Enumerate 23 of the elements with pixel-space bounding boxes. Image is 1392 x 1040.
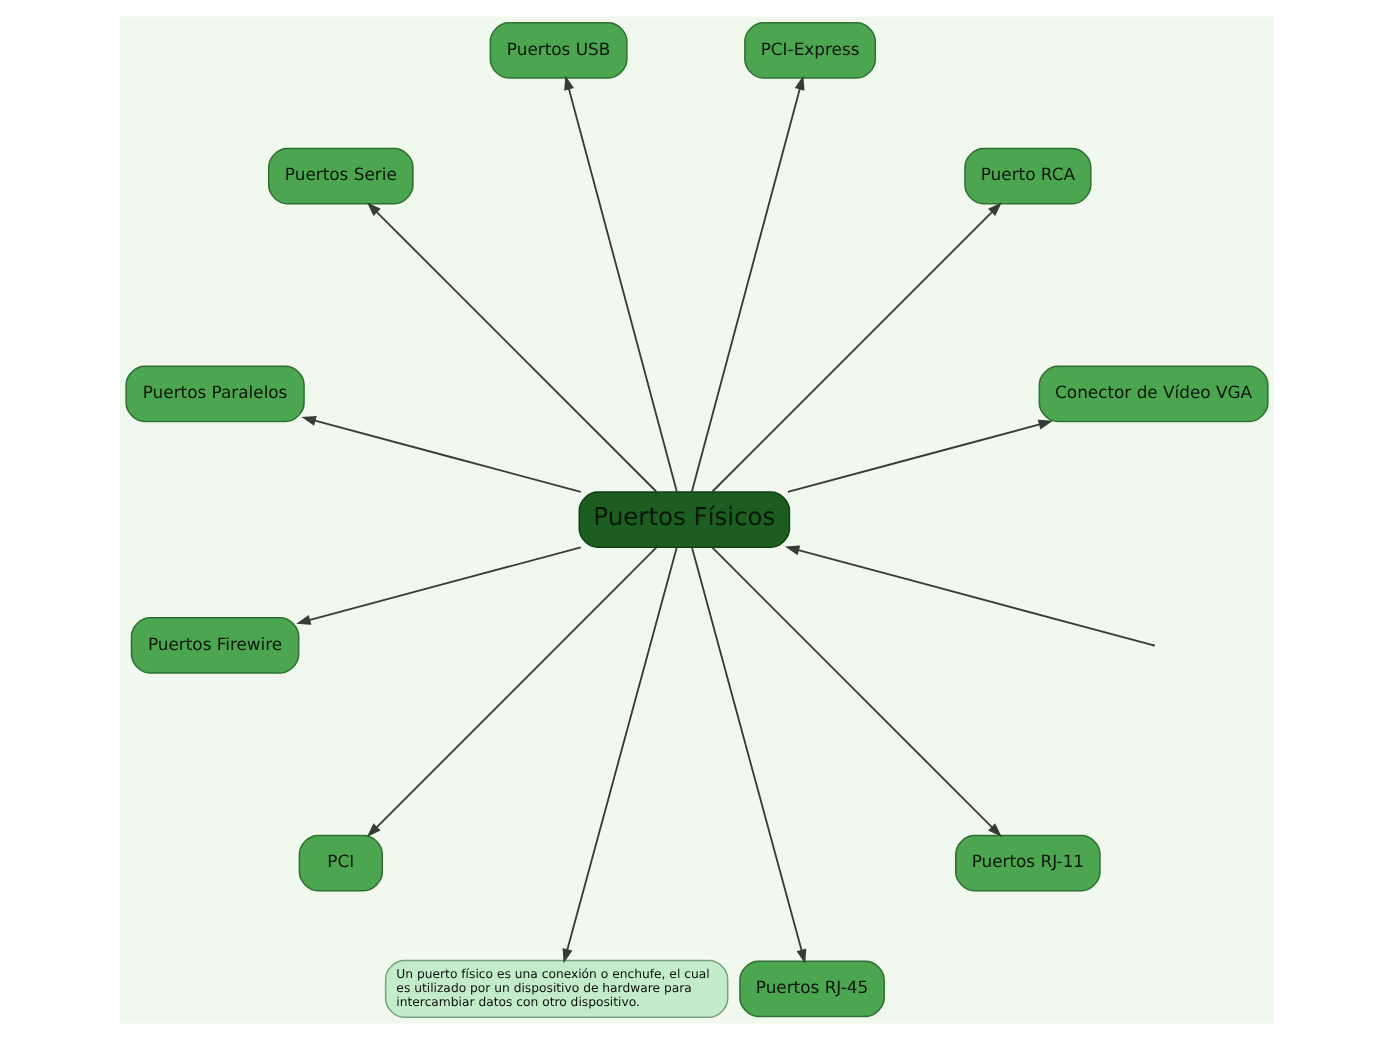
arrow xyxy=(690,546,806,964)
node-box: PCI xyxy=(297,834,382,892)
node-box: Puertos RJ-45 xyxy=(738,960,884,1018)
arrow xyxy=(365,546,657,838)
node-box: Puertos Serie xyxy=(267,147,413,205)
node-box: Puertos USB xyxy=(488,22,627,79)
arrow xyxy=(295,546,581,625)
node-box: Conector de Vídeo VGA xyxy=(1037,365,1268,423)
node-box: Puertos RJ-11 xyxy=(954,834,1100,892)
arrow xyxy=(365,202,657,493)
arrow xyxy=(710,546,1001,838)
node-box: Puertos Paralelos xyxy=(124,365,304,423)
node-box: Puertos Firewire xyxy=(129,616,299,674)
arrow xyxy=(689,75,804,493)
arrow xyxy=(786,419,1052,493)
node-box: Puertos Físicos xyxy=(577,491,790,548)
arrow xyxy=(300,415,581,493)
node-box: Puerto RCA xyxy=(963,147,1091,205)
arrow xyxy=(561,546,677,964)
arrow xyxy=(783,545,1153,647)
node-box: PCI-Express xyxy=(743,22,876,79)
arrow xyxy=(563,75,677,493)
arrow xyxy=(710,202,1001,493)
